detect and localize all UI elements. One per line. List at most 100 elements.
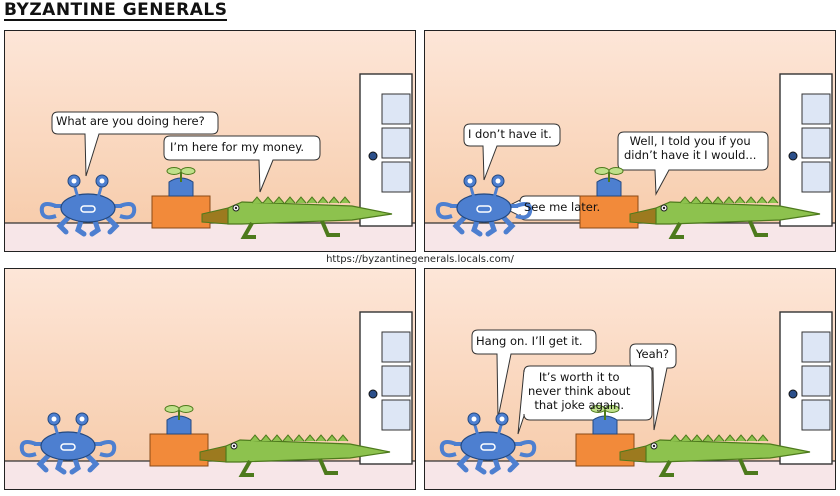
plant-leaf xyxy=(608,167,624,175)
floor xyxy=(4,461,416,490)
panel-2: I don’t have it. Well, I told you if you… xyxy=(424,30,836,252)
orange-box xyxy=(579,195,639,229)
croc-speech-bubble: Well, I told you if you didn’t have it I… xyxy=(624,134,757,162)
speech-bubble-shape xyxy=(617,131,769,196)
croc-pupil xyxy=(234,206,238,210)
panel-border xyxy=(424,268,836,490)
plant-leaf xyxy=(604,405,620,413)
panel-border xyxy=(424,30,836,252)
croc-legs xyxy=(668,220,768,239)
panel-3-scene xyxy=(4,268,416,490)
croc-legs xyxy=(240,220,340,239)
crab-body xyxy=(40,431,96,461)
door-knob xyxy=(368,151,378,161)
crab-speech-bubble: Hang on. I’ll get it. xyxy=(476,334,583,348)
speech-bubble-shape xyxy=(517,365,653,435)
crab-pupil xyxy=(499,416,505,422)
crab-mouth xyxy=(60,443,76,451)
door-pane xyxy=(381,161,411,193)
crab-pupil xyxy=(471,416,477,422)
croc-speech-bubble: Yeah? xyxy=(636,347,670,361)
panel-1: What are you doing here? I’m here for my… xyxy=(4,30,416,252)
door xyxy=(359,311,413,465)
crab-speech-bubble: I don’t have it. xyxy=(468,127,552,141)
door-pane xyxy=(801,399,831,431)
orange-box xyxy=(575,433,635,467)
speech-bubble-shape xyxy=(471,329,597,419)
crab-pupil xyxy=(467,178,473,184)
croc-legs xyxy=(238,458,338,477)
crab-claw-right xyxy=(99,440,117,458)
speech-bubble-shape xyxy=(163,135,321,193)
blue-pot xyxy=(592,415,618,435)
crab-speech-bubble: What are you doing here? xyxy=(56,114,205,128)
bubble-outline xyxy=(51,111,219,177)
door-pane xyxy=(381,127,411,159)
bubble-outline xyxy=(517,365,653,435)
croc-legs xyxy=(658,458,758,477)
crab-mouth xyxy=(80,205,96,213)
bubble-outline xyxy=(163,135,321,193)
crab-mouth xyxy=(476,205,492,213)
comic-title: Byzantine Generals xyxy=(4,0,228,21)
crocodile xyxy=(619,434,811,477)
crab-claw-right xyxy=(519,440,537,458)
blue-pot xyxy=(168,177,194,197)
croc-speech-bubble: I’m here for my money. xyxy=(170,140,305,154)
plant-leaf xyxy=(178,405,194,413)
door xyxy=(779,311,833,465)
panel-4-scene xyxy=(424,268,836,490)
orange-box xyxy=(149,433,209,467)
panel-4: Hang on. I’ll get it. Yeah? It’s worth i… xyxy=(424,268,836,490)
crab-speech-bubble-2: It’s worth it to never think about that … xyxy=(528,370,631,412)
source-url: https://byzantinegenerals.locals.com/ xyxy=(326,254,514,265)
panel-border xyxy=(4,268,416,490)
plant-leaf xyxy=(594,167,610,175)
crab-claw-right xyxy=(515,202,533,220)
crab-pupil xyxy=(79,416,85,422)
plant-leaf xyxy=(166,167,182,175)
croc-spikes xyxy=(669,434,769,442)
crocodile xyxy=(199,434,391,477)
croc-pupil xyxy=(652,444,656,448)
bubble-outline xyxy=(471,329,597,419)
crab xyxy=(435,174,533,237)
croc-spikes xyxy=(251,196,351,204)
bubble-outline xyxy=(617,131,769,196)
door-knob xyxy=(788,389,798,399)
blue-pot xyxy=(596,177,622,197)
door-pane xyxy=(381,93,411,125)
crab-legs xyxy=(452,213,516,237)
crab-claw-right xyxy=(119,202,137,220)
crab-whisper-bubble: See me later. xyxy=(524,200,601,214)
door-pane xyxy=(381,331,411,363)
orange-box xyxy=(151,195,211,229)
crab xyxy=(39,174,137,237)
door-pane xyxy=(801,127,831,159)
crab-body xyxy=(456,193,512,223)
bubble-outline xyxy=(463,123,561,181)
crab-legs xyxy=(36,451,100,475)
door xyxy=(359,73,413,227)
crab-pupil xyxy=(51,416,57,422)
door-pane xyxy=(801,331,831,363)
crab-mouth xyxy=(480,443,496,451)
box-with-plant xyxy=(579,167,639,229)
crab xyxy=(439,412,537,475)
box-with-plant xyxy=(149,405,209,467)
crab-pupil xyxy=(99,178,105,184)
croc-spikes xyxy=(249,434,349,442)
door-pane xyxy=(801,365,831,397)
plant-leaf xyxy=(164,405,180,413)
crab-pupil xyxy=(71,178,77,184)
door-pane xyxy=(381,365,411,397)
panel-3 xyxy=(4,268,416,490)
panel-2-scene xyxy=(424,30,836,252)
crab-legs xyxy=(56,213,120,237)
crab-legs xyxy=(456,451,520,475)
crab-body xyxy=(60,193,116,223)
door-pane xyxy=(801,93,831,125)
crab-claw-left xyxy=(435,202,453,220)
crab-claw-left xyxy=(19,440,37,458)
croc-pupil xyxy=(662,206,666,210)
